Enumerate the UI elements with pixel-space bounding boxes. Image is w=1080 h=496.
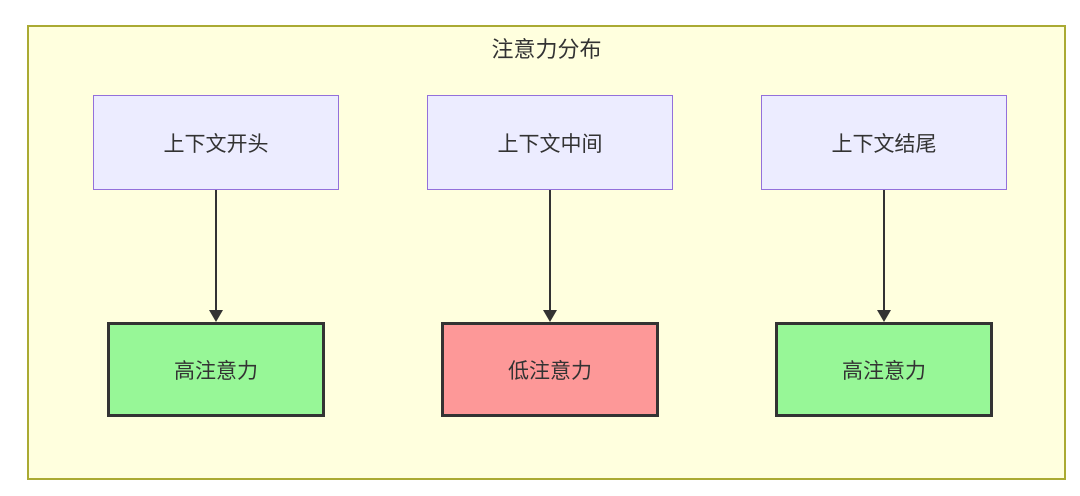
arrow-head-icon (877, 310, 891, 322)
node-context-start: 上下文开头 (93, 95, 339, 190)
node-high-attention-right: 高注意力 (775, 322, 993, 417)
arrow-head-icon (543, 310, 557, 322)
arrow-context-start-to-attention (209, 190, 223, 322)
flow-column-context-middle: 上下文中间 低注意力 (420, 27, 680, 417)
arrow-line (549, 190, 551, 310)
subgraph-attention-distribution: 注意力分布 上下文开头 高注意力 上下文中间 低注意力 上下文结尾 高注意力 (27, 25, 1066, 480)
node-high-attention-left: 高注意力 (107, 322, 325, 417)
flow-column-context-end: 上下文结尾 高注意力 (754, 27, 1014, 417)
arrow-line (883, 190, 885, 310)
node-low-attention-middle: 低注意力 (441, 322, 659, 417)
arrow-line (215, 190, 217, 310)
flow-column-context-start: 上下文开头 高注意力 (86, 27, 346, 417)
arrow-head-icon (209, 310, 223, 322)
arrow-context-middle-to-attention (543, 190, 557, 322)
arrow-context-end-to-attention (877, 190, 891, 322)
node-context-end: 上下文结尾 (761, 95, 1007, 190)
diagram-title: 注意力分布 (491, 37, 602, 62)
node-context-middle: 上下文中间 (427, 95, 673, 190)
